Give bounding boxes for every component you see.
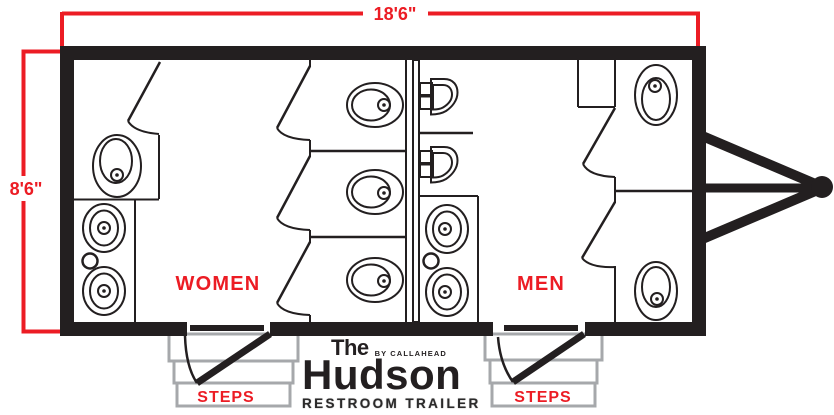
toilet-icon <box>634 261 678 321</box>
stall-door-swing <box>126 61 162 135</box>
logo-name: Hudson <box>302 351 462 398</box>
logo-byline: BY CALLAHEAD <box>374 348 447 358</box>
urinal-icon <box>419 146 459 184</box>
steps-right-label: STEPS <box>514 389 571 406</box>
sink-icon <box>82 266 126 316</box>
step <box>175 381 292 408</box>
entry-door-swing <box>183 331 272 386</box>
stall-door-swing <box>275 60 312 151</box>
step <box>483 332 604 362</box>
toilet-icon <box>346 169 404 215</box>
toilet-stall <box>580 191 678 322</box>
stall-door-swing <box>275 237 312 322</box>
men-room-label: MEN <box>517 273 565 295</box>
toilet-stall <box>275 60 404 151</box>
sink-icon <box>425 267 469 317</box>
height-dimension-label: 8'6" <box>10 179 43 199</box>
steps-left-label: STEPS <box>197 389 254 406</box>
door-threshold <box>504 325 578 331</box>
toilet-icon <box>92 134 142 198</box>
soap-dispenser-icon <box>81 252 99 270</box>
sink-counter <box>419 195 479 322</box>
soap-dispenser-icon <box>422 252 440 270</box>
women-room-label: WOMEN <box>176 273 261 295</box>
step <box>490 381 597 408</box>
trailer-hitch-icon <box>698 130 833 245</box>
women-room <box>74 60 407 322</box>
toilet-icon <box>346 82 404 128</box>
toilet-icon <box>346 257 404 303</box>
stall-door-swing <box>580 191 617 322</box>
stall-door-swing <box>275 151 312 237</box>
logo-tagline: RESTROOM TRAILER <box>302 396 481 411</box>
dividing-wall <box>412 59 420 323</box>
hitch-ball-icon <box>811 176 833 198</box>
width-dimension-label: 18'6" <box>374 4 417 24</box>
door-threshold <box>190 325 264 331</box>
stall-door-swing <box>581 107 617 191</box>
dimension-width <box>60 11 700 46</box>
entry-door-swing <box>496 331 586 385</box>
urinal-icon <box>419 78 459 116</box>
toilet-stall <box>275 237 404 322</box>
sink-icon <box>82 203 126 253</box>
toilet-stall <box>581 64 678 191</box>
logo-the: The <box>331 335 369 360</box>
dimension-height <box>21 49 60 334</box>
sink-counter <box>81 200 136 322</box>
toilet-stall <box>275 151 404 237</box>
brand-logo: The BY CALLAHEAD Hudson RESTROOM TRAILER <box>302 337 478 411</box>
toilet-stall <box>74 61 162 201</box>
toilet-icon <box>634 64 678 126</box>
men-room <box>419 60 692 322</box>
trailer-walls <box>60 46 706 336</box>
cabinet <box>577 60 616 108</box>
sink-icon <box>425 204 469 254</box>
